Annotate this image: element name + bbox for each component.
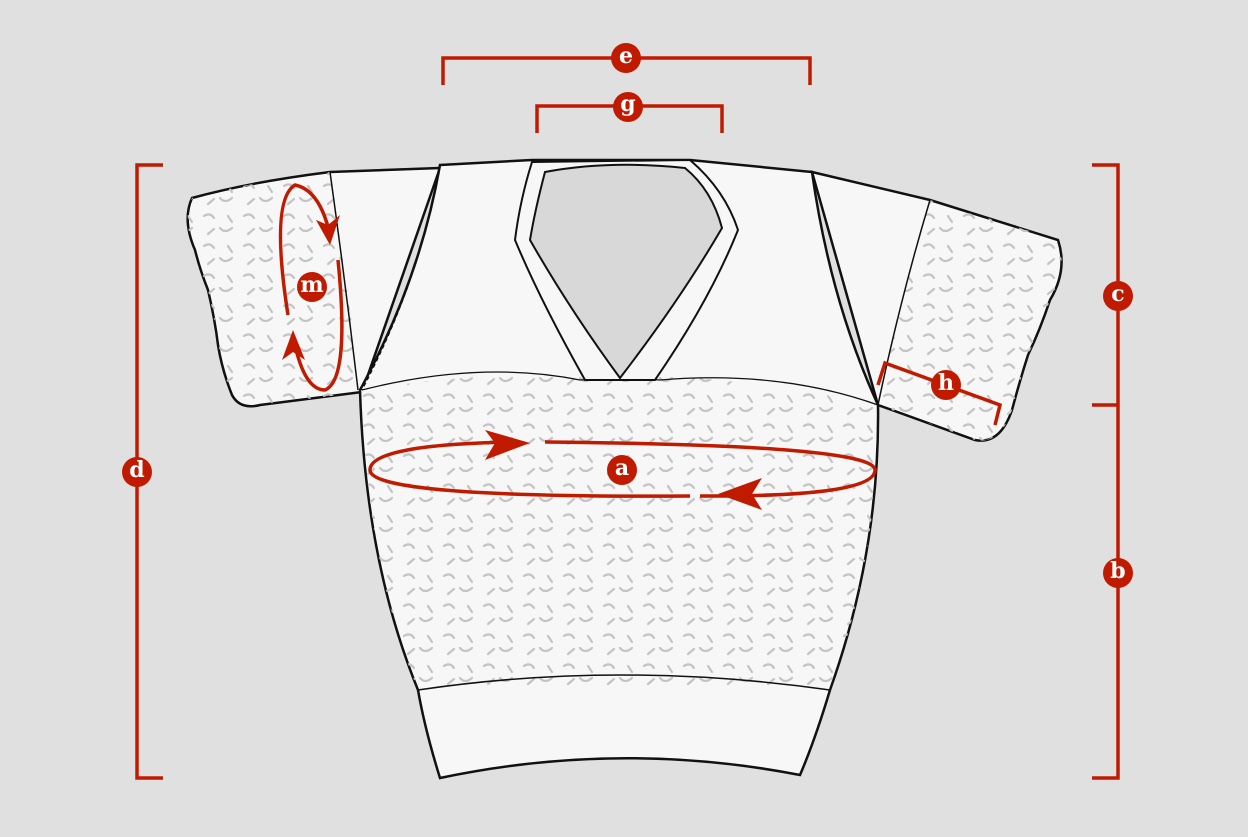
- label-e: e: [611, 43, 641, 73]
- arrow-icon: [485, 430, 530, 460]
- arrow-icon: [282, 330, 305, 360]
- circumference-m: [278, 183, 344, 392]
- labels: e g d c b h a m: [122, 43, 1133, 588]
- label-m: m: [297, 272, 327, 302]
- arrow-icon: [316, 215, 340, 245]
- svg-text:e: e: [619, 43, 633, 69]
- bracket-c-b: [1092, 163, 1120, 780]
- svg-text:a: a: [615, 455, 629, 481]
- hem-ribbing: [417, 674, 831, 691]
- arrowheads: [282, 215, 762, 510]
- label-g: g: [613, 91, 643, 122]
- svg-text:d: d: [129, 457, 144, 483]
- svg-text:h: h: [938, 370, 954, 396]
- svg-text:c: c: [1111, 281, 1124, 307]
- svg-text:b: b: [1110, 558, 1125, 584]
- svg-text:g: g: [620, 91, 635, 117]
- label-b: b: [1103, 558, 1133, 588]
- circumference-a: [368, 440, 877, 498]
- label-c: c: [1103, 281, 1133, 311]
- label-a: a: [607, 455, 637, 485]
- svg-text:m: m: [300, 272, 323, 298]
- label-h: h: [931, 370, 961, 400]
- label-d: d: [122, 457, 152, 487]
- arrow-icon: [718, 478, 762, 510]
